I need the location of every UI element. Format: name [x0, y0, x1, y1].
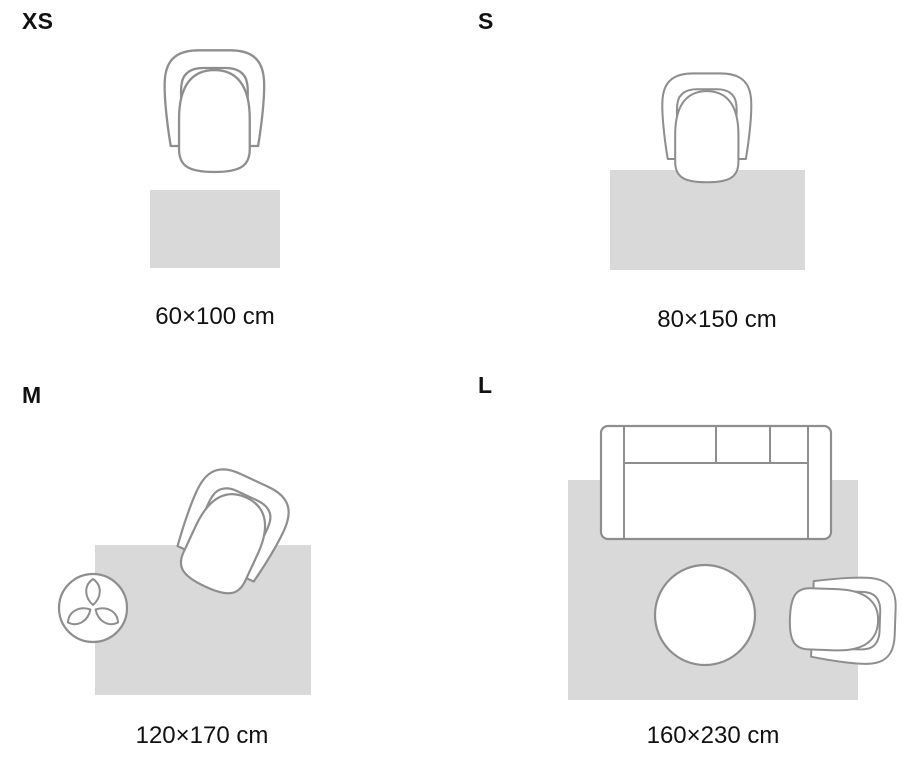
size-label-s: S: [478, 8, 494, 34]
plant-icon: [57, 572, 129, 644]
sofa-icon: [599, 424, 833, 541]
armchair-icon: [163, 49, 266, 174]
size-caption-s: 80×150 cm: [657, 306, 777, 333]
size-caption-l: 160×230 cm: [646, 722, 780, 749]
illustration-s: [610, 72, 805, 270]
size-panel-m: M 120×170 cm: [0, 370, 460, 760]
illustration-xs: [150, 49, 280, 268]
size-panel-l: L 160×230 cm: [460, 370, 920, 760]
size-panel-xs: XS 60×100 cm: [0, 0, 460, 380]
illustration-l: [568, 424, 898, 700]
size-label-m: M: [22, 382, 42, 408]
illustration-m: [57, 459, 311, 695]
rug-xs: [150, 190, 280, 268]
size-panel-s: S 80×150 cm: [460, 0, 920, 380]
size-label-l: L: [478, 372, 493, 398]
size-caption-m: 120×170 cm: [135, 722, 269, 749]
rug-s: [610, 170, 805, 270]
size-label-xs: XS: [22, 8, 54, 34]
coffee-table-icon: [653, 563, 757, 667]
size-caption-xs: 60×100 cm: [155, 303, 275, 330]
armchair-icon: [661, 72, 753, 184]
